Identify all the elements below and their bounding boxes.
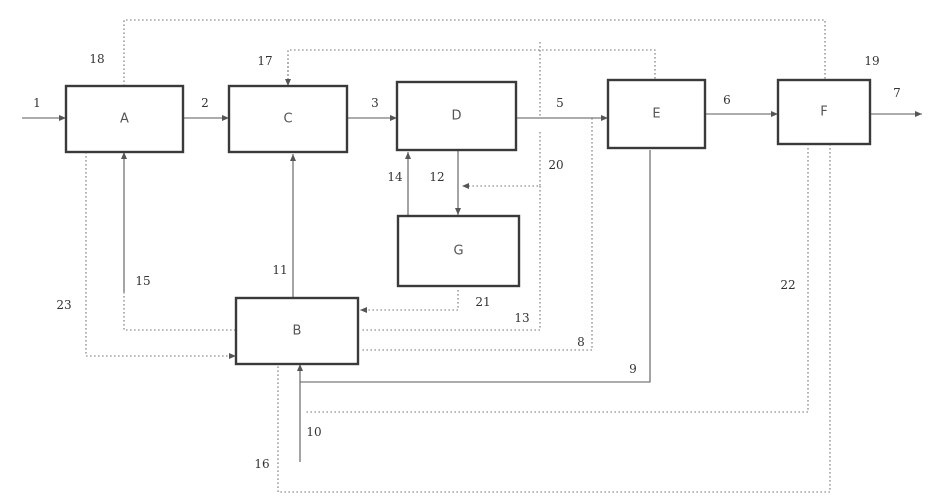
stream-label-9: 9 [629, 362, 637, 376]
stream-17-e-line [526, 50, 655, 80]
block-F-label: F [820, 105, 827, 120]
block-C: C [229, 86, 347, 152]
block-D-label: D [451, 109, 461, 124]
stream-label-8: 8 [577, 335, 585, 349]
block-E: E [608, 80, 705, 148]
stream-label-12: 12 [429, 170, 444, 184]
block-D: D [397, 82, 516, 150]
stream-label-17: 17 [257, 54, 272, 68]
block-B: B [236, 298, 358, 364]
stream-label-19: 19 [864, 54, 879, 68]
stream-15-return-line [124, 292, 238, 330]
block-G-label: G [453, 244, 463, 259]
stream-label-15: 15 [135, 274, 150, 288]
stream-label-5: 5 [556, 96, 564, 110]
stream-label-10: 10 [306, 425, 321, 439]
block-G: G [398, 216, 519, 286]
stream-22-line [306, 148, 808, 412]
stream-label-6: 6 [723, 93, 731, 107]
stream-label-7: 7 [893, 86, 901, 100]
stream-label-1: 1 [33, 96, 41, 110]
stream-21-line [360, 290, 458, 310]
stream-label-21: 21 [475, 295, 490, 309]
block-C-label: C [283, 112, 292, 127]
block-A-label: A [120, 112, 129, 127]
stream-label-3: 3 [371, 96, 379, 110]
stream-label-22: 22 [780, 278, 795, 292]
stream-label-13: 13 [514, 311, 529, 325]
stream-label-14: 14 [387, 170, 403, 184]
block-B-label: B [293, 324, 302, 339]
block-A: A [66, 86, 183, 152]
stream-label-11: 11 [272, 263, 287, 277]
stream-label-18: 18 [89, 52, 104, 66]
block-F: F [778, 80, 870, 144]
stream-label-23: 23 [56, 298, 71, 312]
stream-23-line [86, 152, 236, 356]
block-E-label: E [652, 107, 660, 122]
stream-label-20: 20 [548, 158, 563, 172]
stream-label-16: 16 [254, 457, 269, 471]
stream-18-line [124, 20, 825, 86]
stream-16-line [278, 144, 830, 492]
stream-label-2: 2 [201, 96, 209, 110]
